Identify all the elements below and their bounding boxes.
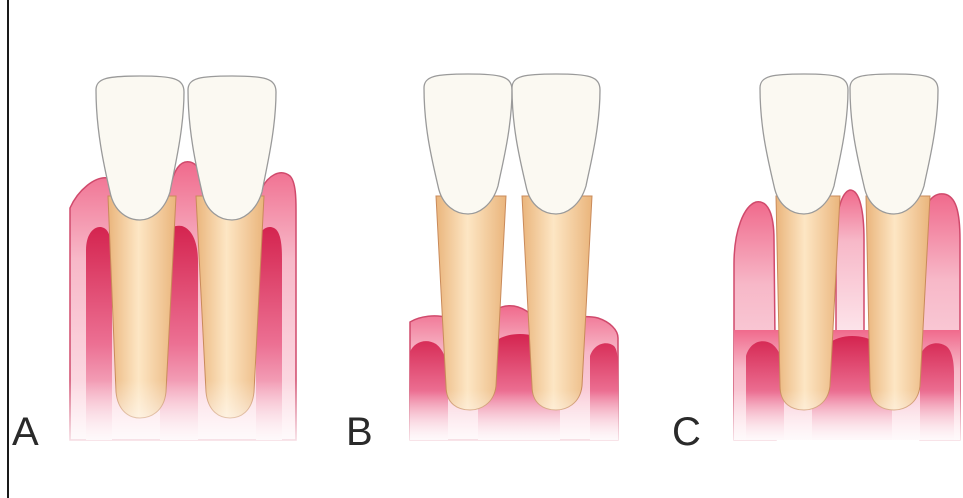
panel-c (730, 74, 962, 444)
root-c-right (866, 196, 930, 410)
root-c-left (776, 196, 840, 410)
crown-c-left (760, 74, 848, 214)
panel-label-c: C (672, 412, 701, 452)
crown-b-left (424, 74, 512, 214)
root-b-left (436, 196, 506, 410)
gingiva-c-papilla (836, 190, 864, 336)
crown-c-right (850, 74, 938, 214)
crown-b-right (512, 74, 600, 214)
panel-label-b: B (346, 412, 373, 452)
root-b-right (522, 196, 592, 410)
panel-label-a: A (12, 412, 39, 452)
panel-b (406, 74, 622, 444)
panel-a (66, 76, 302, 444)
